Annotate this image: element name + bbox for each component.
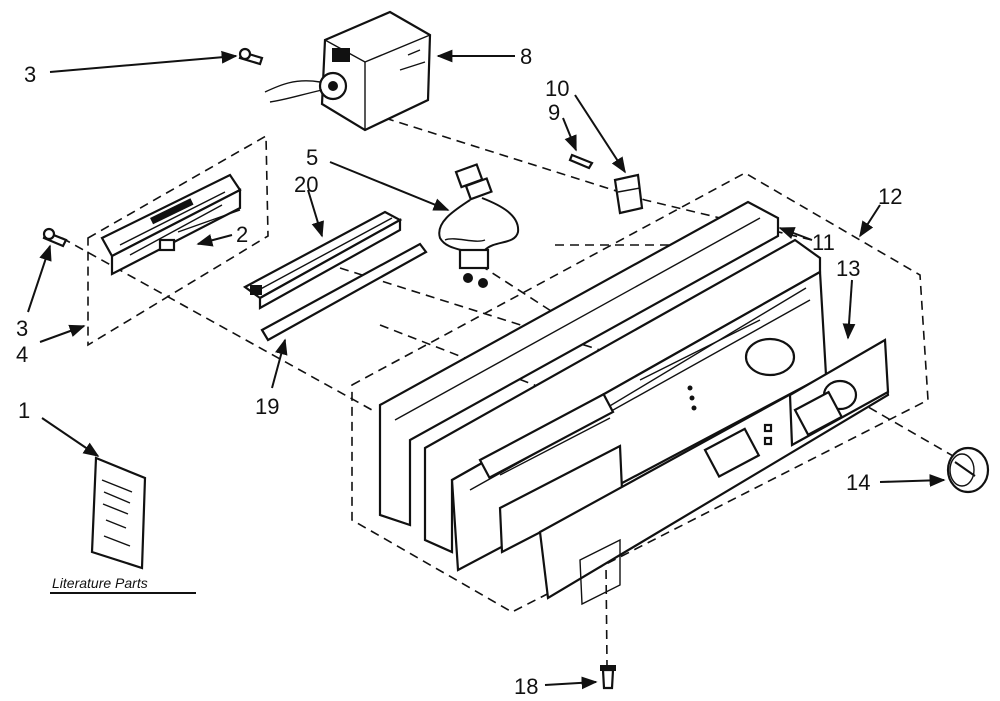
fascia-plate-13 [788,338,890,447]
wire-harness-5 [438,163,520,288]
leader-14 [879,474,946,487]
leader-10 [574,94,626,174]
callout-19: 19 [255,394,279,419]
callout-14: 14 [846,470,870,495]
leader-3-top [49,50,238,73]
literature-leaflet-1 [90,456,147,570]
motor-switch-module-8 [264,10,432,132]
callout-8: 8 [520,44,532,69]
bracket-assembly-4 [100,173,242,276]
strip-19 [260,242,428,342]
assembly-outline-12 [351,172,929,613]
screw-18 [600,665,616,690]
leader-2 [196,234,233,247]
leader-12 [859,204,881,238]
leader-11 [778,227,813,241]
callout-leaders [27,49,946,690]
leader-13 [842,279,856,340]
bracket-assembly-outline-4 [87,134,269,347]
leader-3-left [27,244,52,313]
leader-1 [41,417,100,457]
callout-4: 4 [16,342,28,367]
back-frame-11 [378,200,780,527]
screw-3-top [238,47,264,66]
callout-3-top: 3 [24,62,36,87]
knob-14 [946,446,990,494]
callout-5: 5 [306,145,318,170]
callout-18: 18 [514,674,538,699]
callout-13: 13 [836,256,860,281]
leader-9 [562,117,577,152]
clip-10 [613,173,644,215]
callout-2: 2 [236,222,248,247]
leader-19 [271,338,288,389]
callout-1: 1 [18,398,30,423]
rail-20 [242,210,403,310]
callout-3-left: 3 [16,316,28,341]
callout-labels: 3 8 10 9 12 11 13 5 20 2 3 4 19 1 14 18 [16,44,902,699]
callout-10: 10 [545,76,569,101]
callout-11: 11 [812,230,835,255]
callout-9: 9 [548,100,560,125]
console-panel [423,238,828,572]
screw-9 [568,153,594,170]
leader-4 [39,324,86,343]
leader-5 [329,161,450,211]
leader-18 [544,676,598,690]
leader-20 [307,189,324,238]
screw-3-left [42,227,68,248]
callout-12: 12 [878,184,902,209]
literature-parts-caption: Literature Parts [52,575,148,591]
callout-20: 20 [294,172,318,197]
